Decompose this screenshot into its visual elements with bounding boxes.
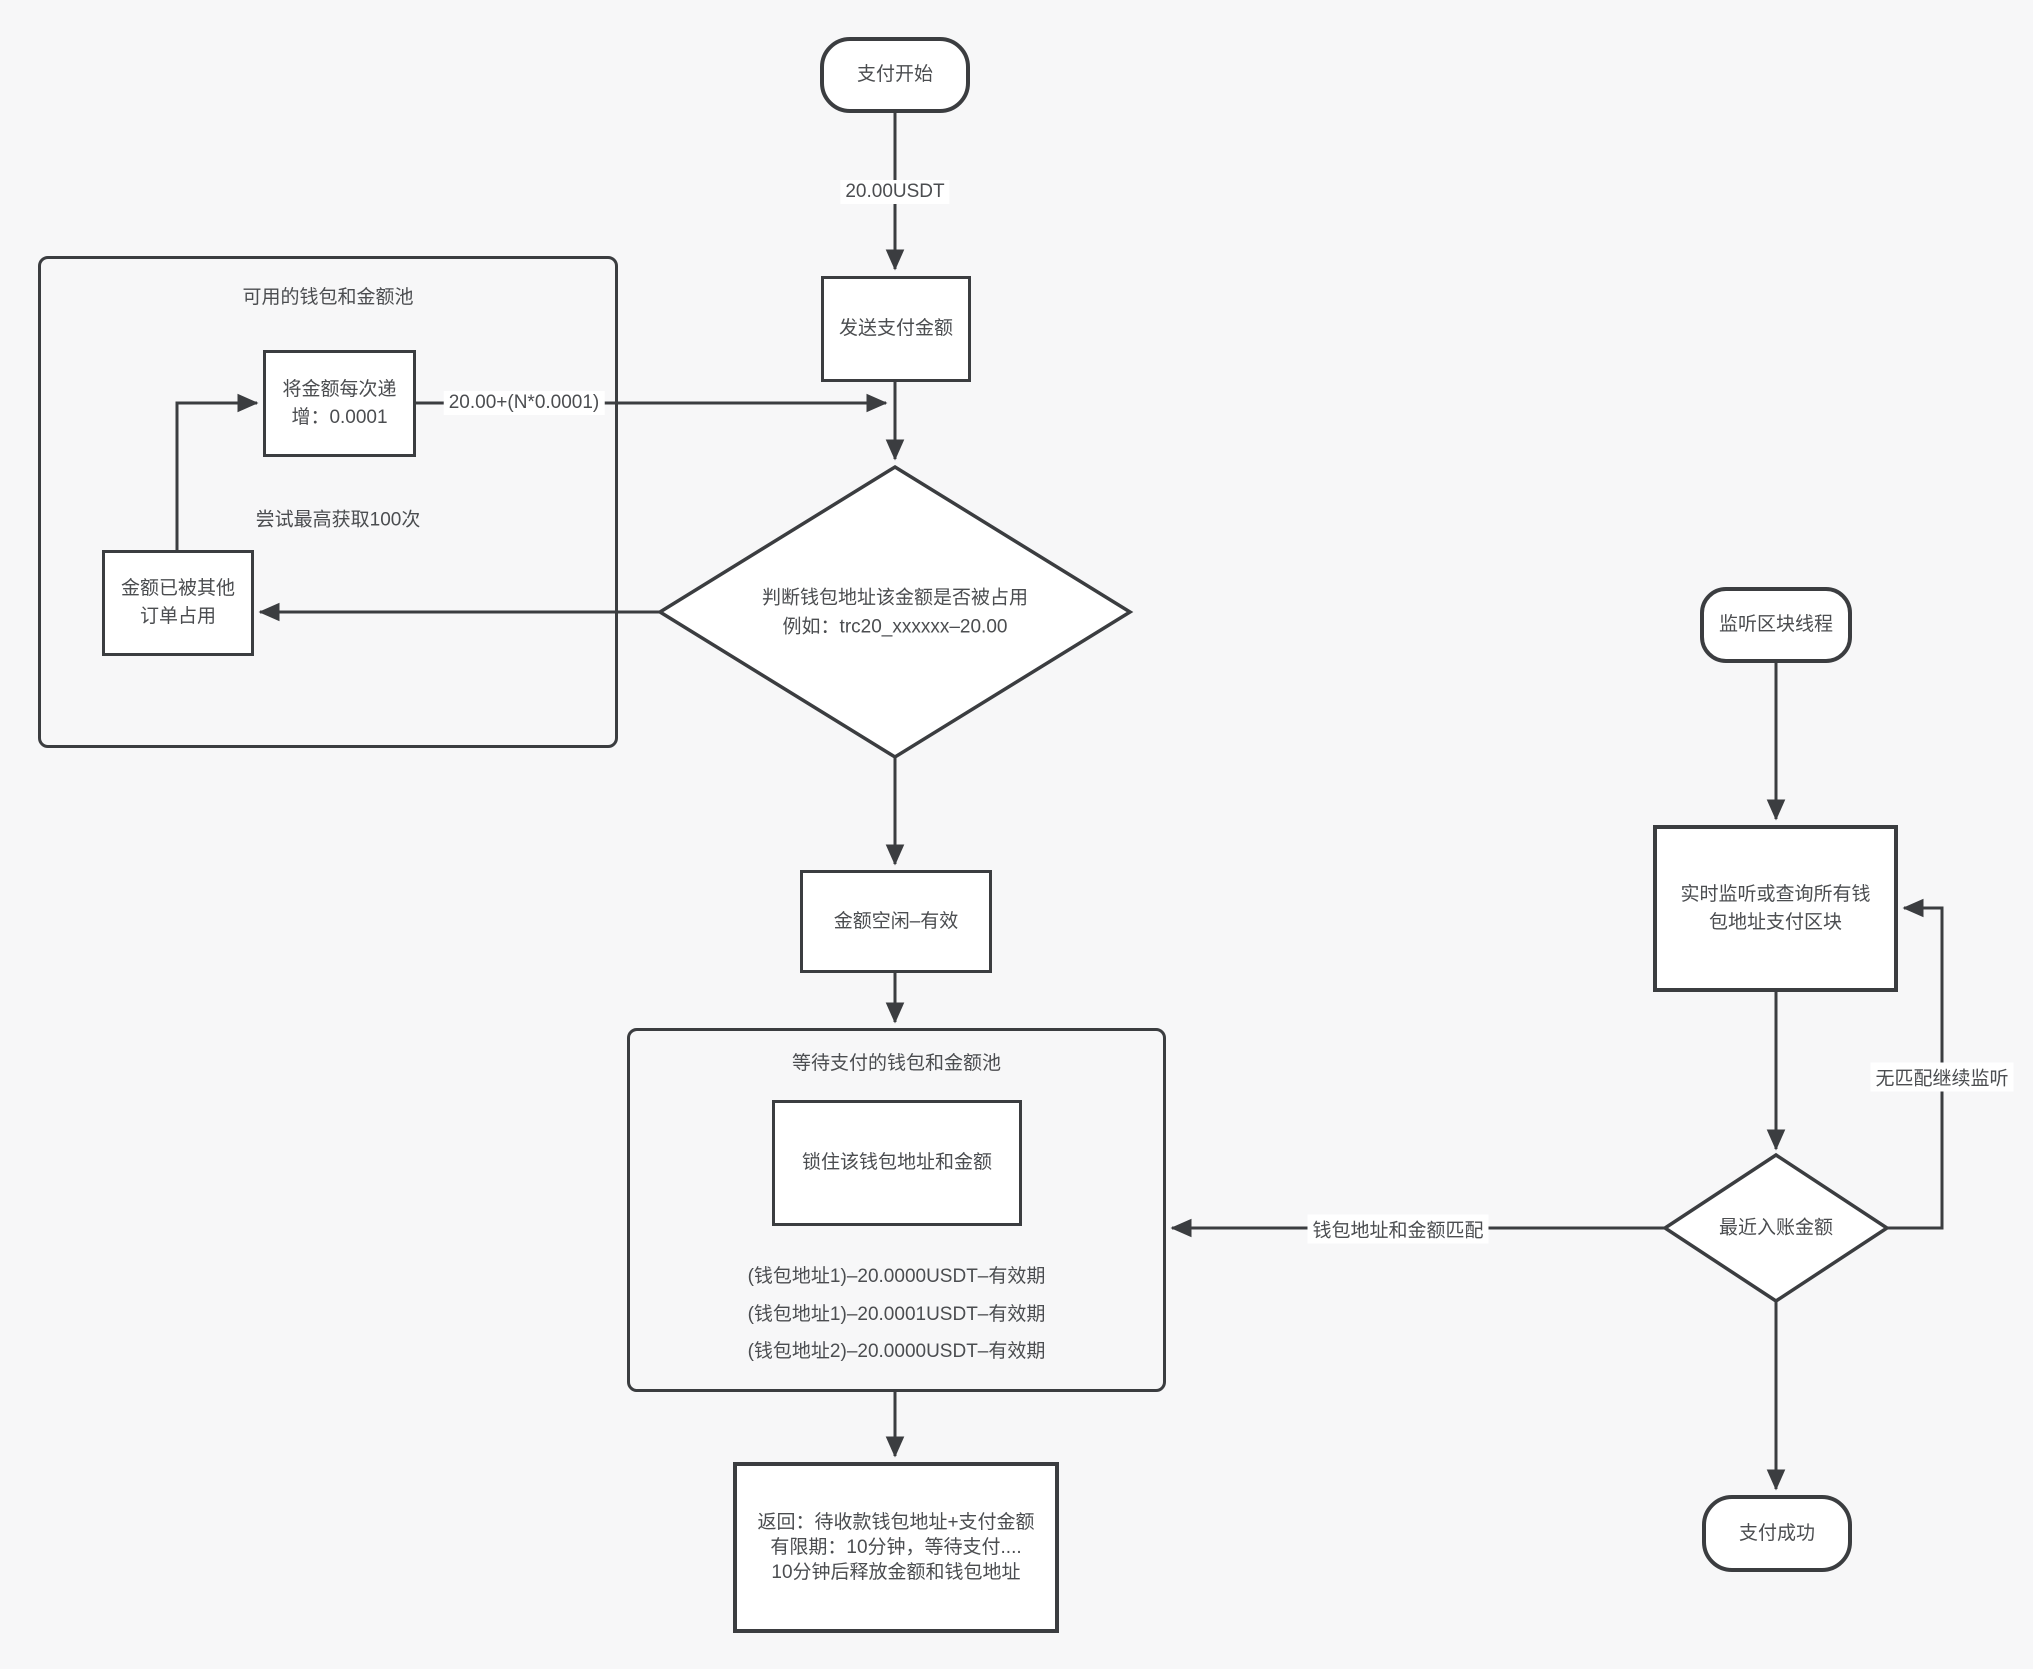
waiting-pool-title: 等待支付的钱包和金额池 xyxy=(791,1053,1001,1074)
listener-thread-node: 监听区块线程 xyxy=(1700,587,1852,663)
return-info-line1: 返回：待收款钱包地址+支付金额 xyxy=(757,1512,1035,1533)
occupied-amount-node: 金额已被其他 订单占用 xyxy=(102,550,254,656)
recent-decision-label: 最近入账金额 xyxy=(1718,1217,1834,1239)
occupied-amount-line2: 订单占用 xyxy=(139,606,216,627)
retry-note: 尝试最高获取100次 xyxy=(255,509,421,531)
no-match-edge-label: 无匹配继续监听 xyxy=(1870,1062,2014,1092)
occupied-decision-diamond xyxy=(656,464,1134,760)
monitor-wallets-line1: 实时监听或查询所有钱 xyxy=(1680,883,1871,905)
monitor-wallets-line2: 包地址支付区块 xyxy=(1708,911,1842,933)
start-node-label: 支付开始 xyxy=(856,64,933,86)
amount-edge-label: 20.00USDT xyxy=(840,180,950,204)
edge-occupied-to-increment xyxy=(175,393,259,550)
increment-formula-label: 20.00+(N*0.0001) xyxy=(443,391,605,415)
waiting-pool-container xyxy=(627,1028,1166,1392)
success-node-label: 支付成功 xyxy=(1738,1522,1815,1544)
idle-amount-label: 金额空闲–有效 xyxy=(833,910,959,932)
monitor-wallets-node: 实时监听或查询所有钱 包地址支付区块 xyxy=(1653,825,1898,992)
pool-entry: (钱包地址1)–20.0000USDT–有效期 xyxy=(747,1266,1046,1287)
send-amount-label: 发送支付金额 xyxy=(838,318,953,340)
return-info-line3: 10分钟后释放金额和钱包地址 xyxy=(771,1562,1021,1583)
return-info-line2: 有限期：10分钟，等待支付.... xyxy=(770,1537,1022,1558)
waiting-pool-entries: (钱包地址1)–20.0000USDT–有效期 (钱包地址1)–20.0001U… xyxy=(627,1258,1166,1371)
occupied-decision-line2: 例如：trc20_xxxxxx–20.00 xyxy=(782,617,1008,638)
send-amount-node: 发送支付金额 xyxy=(821,276,971,382)
pool-entry: (钱包地址1)–20.0001USDT–有效期 xyxy=(747,1303,1046,1325)
return-info-node: 返回：待收款钱包地址+支付金额 有限期：10分钟，等待支付.... 10分钟后释… xyxy=(733,1462,1059,1633)
pool-entry: (钱包地址2)–20.0000USDT–有效期 xyxy=(747,1341,1046,1362)
increment-amount-line1: 将金额每次递 xyxy=(282,378,397,400)
start-node: 支付开始 xyxy=(820,37,970,113)
increment-amount-node: 将金额每次递 增：0.0001 xyxy=(263,350,416,457)
lock-wallet-label: 锁住该钱包地址和金额 xyxy=(801,1152,992,1174)
success-node: 支付成功 xyxy=(1702,1495,1852,1572)
match-edge-label: 钱包地址和金额匹配 xyxy=(1307,1214,1489,1244)
occupied-decision-label: 判断钱包地址该金额是否被占用 例如：trc20_xxxxxx–20.00 xyxy=(762,584,1028,643)
idle-amount-node: 金额空闲–有效 xyxy=(800,870,992,973)
occupied-decision-line1: 判断钱包地址该金额是否被占用 xyxy=(761,587,1029,609)
listener-thread-label: 监听区块线程 xyxy=(1718,614,1833,636)
increment-amount-line2: 增：0.0001 xyxy=(291,406,388,428)
occupied-amount-line1: 金额已被其他 xyxy=(120,578,235,600)
lock-wallet-node: 锁住该钱包地址和金额 xyxy=(772,1100,1022,1226)
available-pool-title: 可用的钱包和金额池 xyxy=(242,287,414,308)
recent-decision-diamond xyxy=(1661,1152,1891,1304)
available-pool-container xyxy=(38,256,618,748)
